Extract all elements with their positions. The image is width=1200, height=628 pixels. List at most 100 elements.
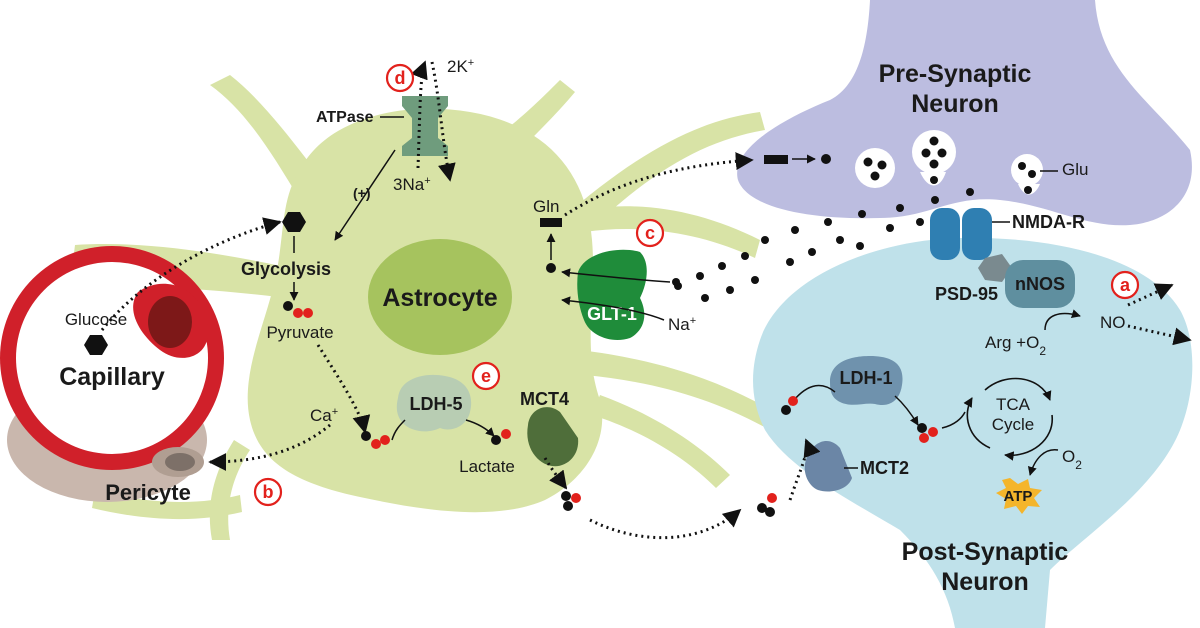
atp-label: ATP: [1004, 488, 1033, 505]
glucose-label: Glucose: [65, 310, 127, 329]
glutamate-dot-glt1: [672, 278, 680, 286]
glutamate-dot-astrocyte: [546, 263, 556, 273]
na-glt1-superscript: +: [690, 315, 696, 327]
no-diffusion-right-arrow: [1127, 324, 1192, 346]
capillary: [0, 246, 224, 502]
post-synaptic-title-line2: Neuron: [941, 568, 1029, 596]
capillary-label: Capillary: [59, 363, 165, 391]
pericyte-label: Pericyte: [105, 480, 191, 505]
ldh5-enzyme: [396, 374, 472, 432]
glutamate-dot-neuron: [821, 154, 831, 164]
na-glt1-text: Na: [668, 315, 690, 334]
lactate-label: Lactate: [459, 457, 515, 476]
lactate-molecule-exported: [561, 491, 581, 511]
post-synaptic-title-line1: Post-Synaptic: [902, 538, 1069, 566]
ldh5-in-arrow: [391, 419, 406, 441]
red-blood-cell-core: [148, 296, 192, 348]
marker-e: [471, 361, 501, 391]
plus-sign-label: (+): [353, 185, 371, 201]
lactate-export-arrow: [543, 457, 568, 490]
ca-text: Ca: [310, 406, 332, 425]
ldh1-enzyme: [830, 356, 903, 406]
astrocyte-nucleus: [368, 239, 512, 355]
marker-b-label: b: [263, 482, 274, 502]
ldh1-label: LDH-1: [840, 368, 893, 388]
na-efflux-arrow: [430, 61, 456, 182]
psd95-label: PSD-95: [935, 284, 998, 304]
glucose-hexagon-icon: [84, 335, 108, 355]
na-atpase-text: 3Na: [393, 175, 425, 194]
pyruvate-molecule-ldh5: [361, 431, 390, 449]
pre-synaptic-neuron: [737, 0, 1192, 226]
pyruvate-label: Pyruvate: [266, 323, 333, 342]
ca-superscript: +: [332, 406, 338, 418]
o2-to-atp-arrow: [1027, 449, 1059, 476]
atpase-pump: [402, 96, 448, 156]
marker-c-label: c: [645, 223, 655, 243]
tca-label-line2: Cycle: [992, 415, 1035, 434]
pyruvate-to-tca-line: [941, 411, 966, 429]
glutamine-rect-neuron-icon: [764, 155, 788, 164]
synaptic-vesicles: [855, 130, 1043, 195]
no-diffusion-up-arrow: [1127, 283, 1174, 307]
tca-cycle: [963, 377, 1053, 461]
psd95-protein: [978, 254, 1012, 282]
lactate-molecule-neuron: [781, 396, 798, 415]
mct4-transporter: [527, 407, 579, 467]
pre-synaptic-title-line1: Pre-Synaptic: [879, 60, 1032, 88]
mct4-label: MCT4: [520, 389, 569, 409]
lactate-molecule-astrocyte: [491, 429, 511, 445]
marker-a: [1110, 270, 1140, 300]
marker-d: [385, 63, 415, 93]
glutamine-rect-icon: [540, 218, 562, 227]
pyruvate-molecule-astrocyte: [283, 301, 313, 318]
tca-label-line1: TCA: [996, 395, 1031, 414]
atpase-stimulates-glycolysis-arrow: [334, 149, 396, 241]
na-atpase-superscript: +: [424, 175, 430, 187]
na-atpase-label: 3Na+: [393, 175, 431, 194]
marker-a-label: a: [1120, 275, 1131, 295]
nnos-protein: [1005, 260, 1075, 308]
lactate-molecule-shuttle: [757, 493, 777, 517]
arg-subscript: 2: [1039, 344, 1046, 358]
lactate-shuttle-arrow: [589, 508, 742, 540]
atp-burst-icon: [996, 478, 1042, 514]
o2-subscript: 2: [1075, 458, 1082, 472]
ldh5-label: LDH-5: [410, 394, 463, 414]
glycolysis-label: Glycolysis: [241, 259, 331, 279]
astrocyte-label: Astrocyte: [382, 284, 497, 312]
nmda-label: NMDA-R: [1012, 212, 1085, 232]
mct2-label: MCT2: [860, 458, 909, 478]
sodium-uptake-arrow: [561, 296, 665, 321]
pericyte-nucleus-core: [165, 453, 195, 471]
atpase-label: ATPase: [316, 109, 374, 126]
astrocyte-glucose-icon: [282, 212, 306, 232]
glutamate-dots-cleft: [674, 188, 974, 302]
glt1-transporter: [577, 249, 647, 340]
arg-to-no-arrow: [1044, 309, 1081, 331]
nnos-label: nNOS: [1015, 274, 1065, 294]
arg-o2-label: Arg +O2: [985, 333, 1046, 358]
calcium-signal-arrow: [208, 423, 331, 471]
ldh1-out-arrow: [894, 395, 919, 426]
marker-e-label: e: [481, 366, 491, 386]
marker-b: [253, 477, 283, 507]
pyruvate-molecule-neuron: [917, 423, 938, 443]
glu-label: Glu: [1062, 160, 1088, 179]
ldh5-out-arrow: [465, 419, 495, 437]
na-glt1-label: Na+: [668, 315, 696, 334]
gln-label: Gln: [533, 197, 559, 216]
nmda-receptor: [930, 208, 992, 260]
glucose-transport-arrow: [100, 217, 282, 331]
marker-d-label: d: [395, 68, 406, 88]
glutamate-dots-vesicles: [863, 136, 1036, 194]
no-label: NO: [1100, 313, 1126, 332]
k-superscript: +: [468, 57, 474, 69]
glutamate-uptake-arrow: [561, 268, 671, 283]
o2-text: O: [1062, 447, 1075, 466]
ca-label: Ca+: [310, 406, 338, 425]
pre-synaptic-title-line2: Neuron: [911, 90, 999, 118]
arg-text: Arg +O: [985, 333, 1039, 352]
